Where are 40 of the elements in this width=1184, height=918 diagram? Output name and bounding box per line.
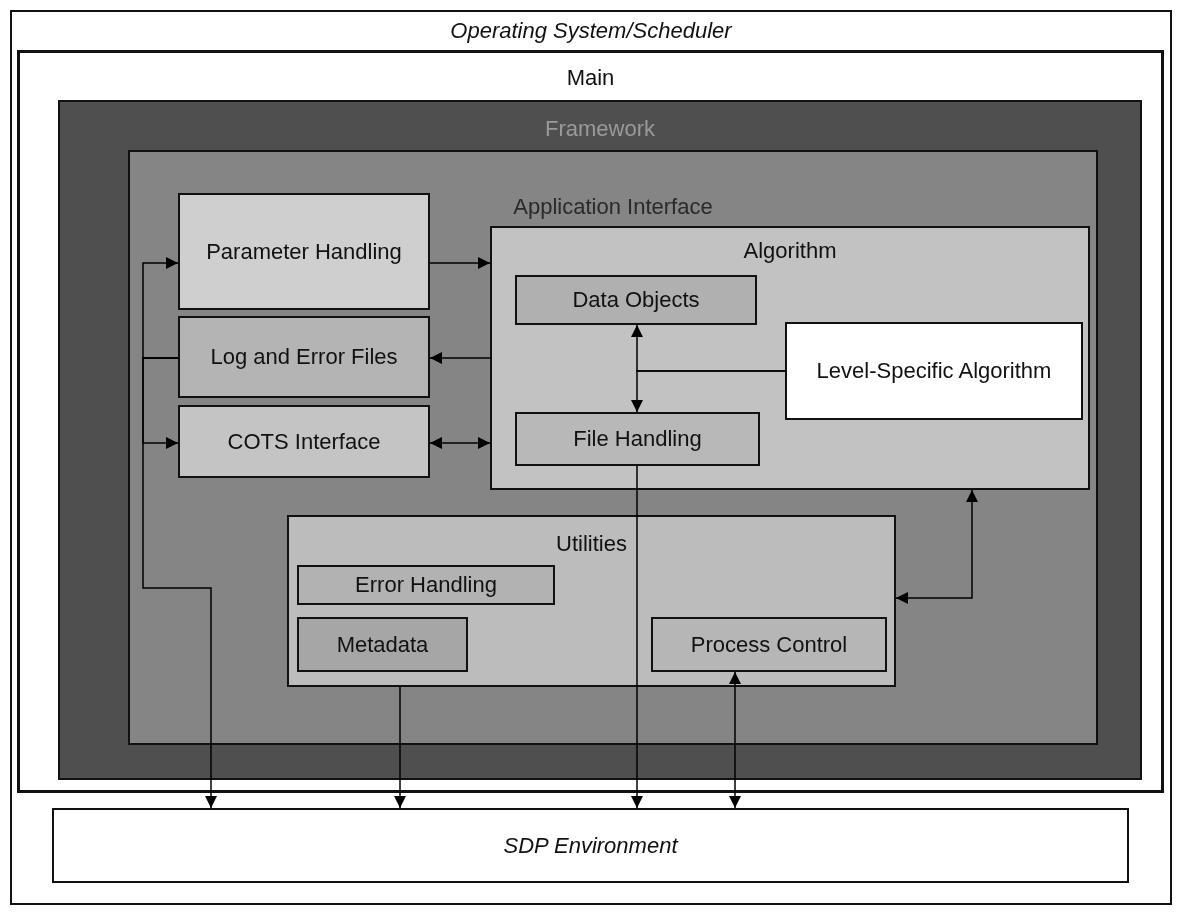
- component-label: Log and Error Files: [209, 343, 399, 371]
- arrow: [429, 352, 491, 364]
- algorithm-panel: [490, 226, 1090, 490]
- component-label: Error Handling: [354, 571, 498, 599]
- component-label: Parameter Handling: [205, 238, 403, 265]
- component-label: File Handling: [572, 425, 703, 453]
- module-box: [178, 316, 430, 398]
- arrow: [631, 370, 786, 413]
- arrow: [429, 257, 491, 269]
- module-box: [178, 193, 430, 310]
- outer-box: [10, 10, 1172, 905]
- interface-panel: [128, 150, 1098, 745]
- component-label: Process Control: [689, 631, 849, 658]
- module-box: [515, 412, 760, 466]
- component-label: Utilities: [555, 531, 628, 558]
- arrow: [631, 465, 643, 809]
- component-label: SDP Environment: [502, 832, 680, 859]
- component-label: Metadata: [335, 631, 430, 658]
- arrow: [142, 257, 179, 359]
- arrow: [429, 437, 491, 449]
- module-box: [651, 617, 887, 672]
- component-label: Framework: [544, 116, 656, 143]
- component-label: Main: [565, 65, 616, 92]
- component-label: Application Interface: [512, 194, 714, 221]
- component-label: COTS Interface: [226, 428, 382, 455]
- arrow: [895, 489, 978, 604]
- arrow: [729, 671, 741, 809]
- component-label: Algorithm: [742, 238, 838, 265]
- component-label: Data Objects: [571, 286, 701, 314]
- utilities-panel: [287, 515, 896, 687]
- module-box: [297, 565, 555, 605]
- component-label: Level-Specific Algorithm: [815, 357, 1053, 385]
- arrow: [394, 686, 406, 809]
- module-box: [785, 322, 1083, 420]
- module-box: [178, 405, 430, 478]
- environment-box: [52, 808, 1129, 883]
- module-box: [297, 617, 468, 672]
- arrow: [142, 357, 217, 809]
- component-label: Operating System/Scheduler: [449, 18, 734, 45]
- module-box: [515, 275, 757, 325]
